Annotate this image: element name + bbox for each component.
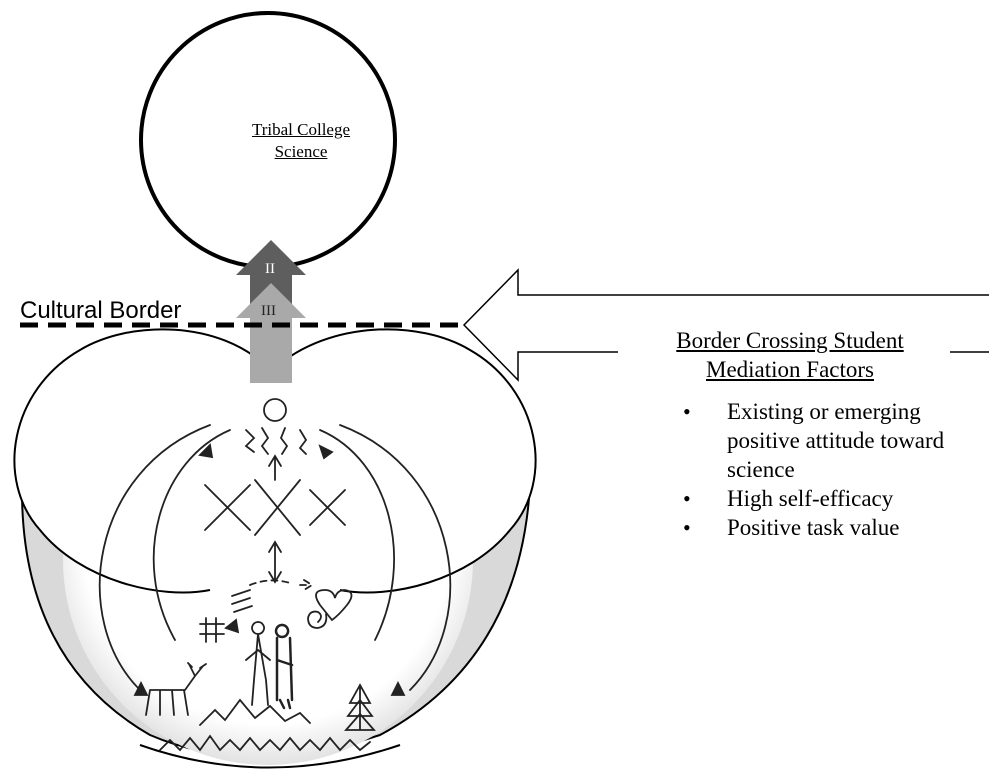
arrow-iii-label: III <box>261 303 276 319</box>
mountain-sketch <box>159 734 371 752</box>
up-arrow-sketch-1 <box>268 454 282 481</box>
home-world-bowl <box>13 328 537 769</box>
arrow-tip-left-bottom <box>133 680 149 696</box>
tribal-college-line2: Science <box>274 142 328 161</box>
mediation-arrow <box>462 268 989 382</box>
person-right <box>274 623 294 710</box>
cross-center <box>254 479 301 536</box>
arrow-ii-label: II <box>265 261 275 277</box>
lightning-sketch <box>244 427 308 455</box>
bowl-left-lobe <box>13 328 269 594</box>
right-arc-outer <box>339 424 452 691</box>
left-arc-inner <box>152 429 231 641</box>
person-left <box>245 621 271 706</box>
tribal-college-line1: Tribal College <box>251 120 351 139</box>
left-arc-outer <box>98 424 211 691</box>
arrow-tip-person <box>224 618 240 634</box>
hills-sketch <box>199 698 311 726</box>
mediation-factors-title: Border Crossing Student Mediation Factor… <box>620 326 960 384</box>
mediation-title-line1: Border Crossing Student <box>676 328 904 353</box>
spiral-sketch <box>307 610 328 629</box>
factor-item-attitude: Existing or emerging positive attitude t… <box>680 397 947 484</box>
arrow-tip-right-bottom <box>390 680 406 696</box>
arrow-tip-left-top <box>198 443 214 459</box>
cross-right <box>309 489 346 526</box>
deer-sketch <box>145 662 207 716</box>
heart-sketch <box>315 589 353 622</box>
bowl-bottom-rim <box>139 744 401 769</box>
arrow-tip-right-top <box>318 444 334 460</box>
cultural-border-label: Cultural Border <box>20 297 182 324</box>
tribal-college-label: Tribal College Science <box>190 119 412 163</box>
tree-sketch <box>344 683 376 731</box>
factor-item-self-efficacy: High self-efficacy <box>680 484 980 513</box>
sun-sketch <box>263 398 287 422</box>
right-arc-inner <box>319 429 395 641</box>
arrow-iii <box>236 283 306 383</box>
grid-sketch <box>199 617 225 643</box>
mediation-factors-list: Existing or emerging positive attitude t… <box>680 397 980 542</box>
crossing-arrows <box>236 240 306 383</box>
sketch-drawing <box>98 398 452 752</box>
mediation-title-line2: Mediation Factors <box>706 357 874 382</box>
up-arrow-sketch-2 <box>268 540 282 584</box>
cross-left <box>204 484 251 531</box>
factor-item-task-value: Positive task value <box>680 513 980 542</box>
dash-arrow <box>249 579 314 591</box>
lines-sketch <box>231 589 253 613</box>
bowl-right-lobe <box>274 328 537 594</box>
